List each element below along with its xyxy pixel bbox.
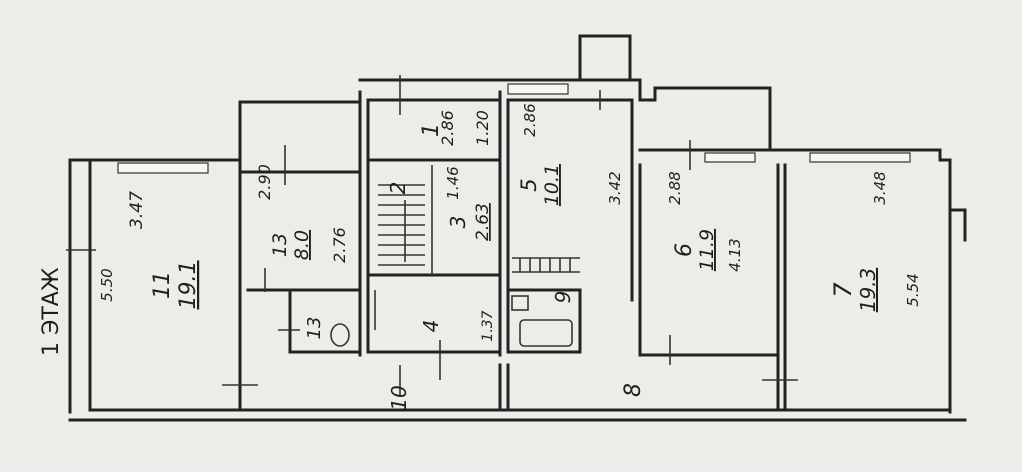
- room-number: 13: [269, 233, 291, 257]
- room-number: 5: [517, 178, 541, 191]
- outer-walls: [68, 34, 967, 422]
- room-12-label: 13 8.0: [269, 230, 313, 260]
- room-area: 11.9: [696, 229, 718, 271]
- room-area: 19.3: [856, 268, 880, 313]
- room-area: 2.63: [473, 203, 493, 241]
- room-length: 4.13: [726, 238, 744, 271]
- fixtures: [330, 295, 573, 347]
- room-width: 2.86: [438, 110, 457, 146]
- interior-walls: [238, 90, 787, 412]
- room-width: 2.86: [521, 103, 539, 136]
- room-9-label: 9: [551, 291, 575, 304]
- room-number: 11: [150, 271, 175, 299]
- room-width: 3.47: [127, 191, 147, 229]
- staircase: [378, 184, 580, 273]
- room-6-label: 6 11.9: [672, 229, 718, 271]
- bathtub-icon: [519, 319, 573, 347]
- room-4-label: 4: [419, 320, 443, 333]
- room-width: 3.48: [871, 171, 889, 204]
- room-8-label: 8: [621, 383, 646, 397]
- room-length: 1.20: [473, 110, 492, 146]
- sink-icon: [511, 295, 529, 311]
- room-number: 7: [829, 282, 857, 298]
- room-area: 8.0: [291, 230, 313, 260]
- room-width: 1.37: [480, 310, 496, 341]
- room-length: 5.50: [98, 268, 116, 301]
- room-2-label: 2: [386, 182, 410, 195]
- floor-label: 1 ЭТАЖ: [39, 267, 64, 356]
- room-width: 1.46: [444, 166, 462, 199]
- room-5-label: 5 10.1: [517, 164, 563, 206]
- room-11-label: 11 19.1: [150, 261, 201, 310]
- room-length: 3.42: [606, 171, 624, 204]
- room-3-label: 3: [446, 216, 470, 229]
- room-area: 10.1: [541, 164, 563, 206]
- window: [704, 152, 756, 163]
- room-number: 6: [672, 243, 697, 257]
- room-length: 5.54: [904, 273, 922, 306]
- room-1-label: 1: [419, 123, 444, 137]
- window: [809, 152, 911, 163]
- room-7-label: 7 19.3: [829, 268, 880, 313]
- room-13-label: 13: [304, 317, 325, 340]
- room-area: 19.1: [176, 261, 201, 310]
- room-width: 2.90: [255, 164, 274, 200]
- room-length: 2.76: [330, 227, 349, 263]
- room-width: 2.88: [666, 171, 684, 204]
- room-10-label: 10: [387, 385, 411, 410]
- window: [117, 162, 209, 174]
- windows: [117, 83, 911, 174]
- window: [507, 83, 569, 95]
- section-ticks: [66, 75, 798, 395]
- toilet-icon: [330, 323, 350, 347]
